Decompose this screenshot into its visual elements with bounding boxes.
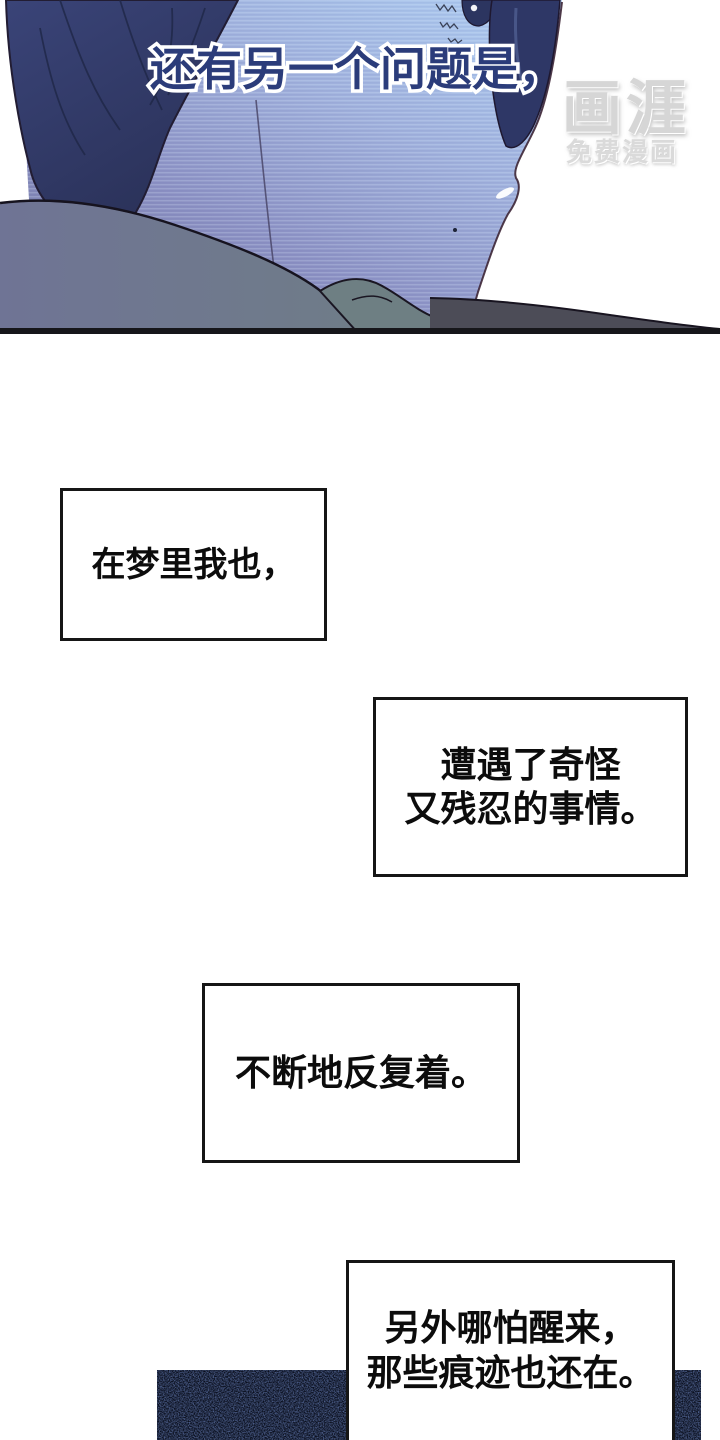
narration-text: 另外哪怕醒来， [384,1307,637,1348]
panel-caption-outline: 还有另一个问题是， [147,40,568,97]
narration-text: 那些痕迹也还在。 [366,1352,655,1393]
panel-caption: 还有另一个问题是， 还有另一个问题是， [147,40,568,97]
narration-box-3: 不断地反复着。 [202,983,520,1163]
panel-caption-text: 还有另一个问题是， [150,43,564,95]
watermark-logo: 画涯 [562,75,690,142]
watermark-tagline: 免费漫画 [566,137,679,167]
narration-box-1: 在梦里我也， [60,488,327,641]
panel-illustration [0,0,720,334]
narration-box-4: 另外哪怕醒来， 那些痕迹也还在。 [346,1260,675,1440]
narration-text: 遭遇了奇怪 [440,744,621,785]
narration-box-2: 遭遇了奇怪 又残忍的事情。 [373,697,688,877]
narration-text: 又残忍的事情。 [404,788,657,829]
narration-text: 在梦里我也， [91,545,296,584]
narration-text: 不断地反复着。 [234,1052,487,1093]
comic-panel-top: 还有另一个问题是， 还有另一个问题是， 画涯 免费漫画 [0,0,720,334]
